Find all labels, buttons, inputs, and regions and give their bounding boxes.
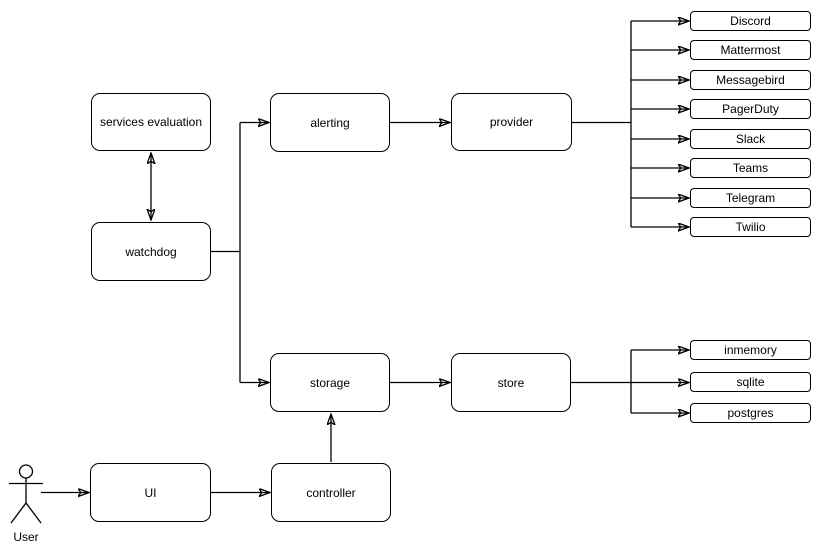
node-alerting-label: alerting (310, 115, 350, 130)
node-provider-mattermost: Mattermost (690, 40, 811, 60)
node-store: store (451, 353, 571, 412)
node-provider-mattermost-label: Mattermost (720, 43, 781, 57)
edge-watchdog-trunk (211, 122, 241, 383)
node-provider-twilio: Twilio (690, 217, 811, 237)
node-provider-pagerduty: PagerDuty (690, 99, 811, 119)
node-store-label: store (497, 375, 525, 390)
node-provider-slack: Slack (690, 129, 811, 149)
node-store-postgres: postgres (690, 403, 811, 423)
node-store-postgres-label: postgres (727, 406, 774, 420)
user-actor-icon (9, 464, 43, 524)
node-services-evaluation-label: services evaluation (99, 115, 203, 129)
node-provider-telegram: Telegram (690, 188, 811, 208)
node-storage: storage (270, 353, 390, 412)
node-store-inmemory: inmemory (690, 340, 811, 360)
node-services-evaluation: services evaluation (91, 93, 211, 151)
node-store-sqlite: sqlite (690, 372, 811, 392)
node-provider: provider (451, 93, 572, 151)
node-store-sqlite-label: sqlite (736, 375, 765, 389)
node-controller-label: controller (306, 485, 356, 500)
node-store-inmemory-label: inmemory (724, 343, 777, 357)
node-storage-label: storage (309, 375, 351, 390)
node-provider-teams-label: Teams (732, 161, 769, 175)
node-provider-messagebird-label: Messagebird (716, 73, 785, 87)
node-ui: UI (90, 463, 211, 522)
edge-provider-trunk (572, 21, 632, 227)
edge-store-trunk (571, 350, 632, 413)
node-controller: controller (271, 463, 391, 522)
user-actor-label: User (13, 530, 39, 544)
node-provider-teams: Teams (690, 158, 811, 178)
node-watchdog-label: watchdog (125, 244, 177, 259)
node-alerting: alerting (270, 93, 390, 152)
node-provider-discord-label: Discord (730, 14, 771, 28)
node-provider-twilio-label: Twilio (735, 220, 766, 234)
node-watchdog: watchdog (91, 222, 211, 281)
node-ui-label: UI (144, 485, 157, 500)
node-provider-pagerduty-label: PagerDuty (722, 102, 779, 116)
node-provider-slack-label: Slack (735, 132, 766, 146)
node-provider-label: provider (489, 115, 534, 129)
node-provider-messagebird: Messagebird (690, 70, 811, 90)
node-provider-discord: Discord (690, 11, 811, 31)
node-provider-telegram-label: Telegram (725, 191, 776, 205)
